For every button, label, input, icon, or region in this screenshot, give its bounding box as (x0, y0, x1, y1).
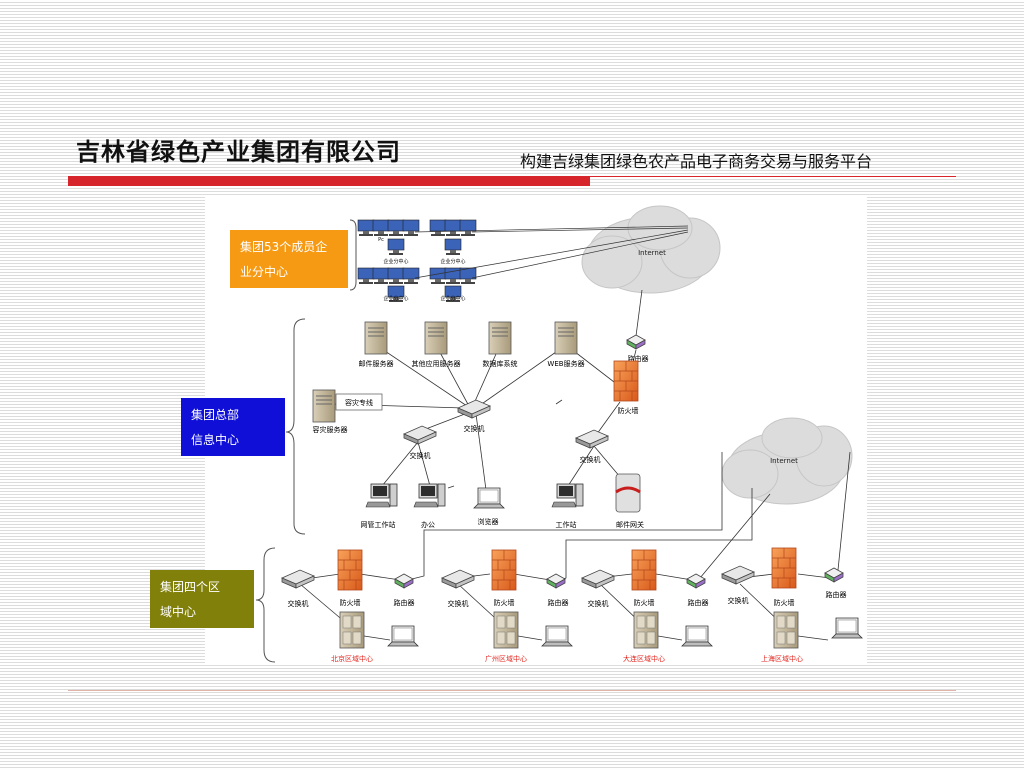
workstation-icon (551, 483, 584, 508)
right-switch-label: 交换机 (580, 455, 601, 464)
left-switch-icon (403, 425, 437, 445)
database-server-icon (488, 321, 512, 355)
region-bracket (255, 547, 276, 663)
beijing-firewall-label: 防火墙 (340, 598, 361, 607)
member-centers-line2: 业分中心 (240, 265, 289, 279)
hq-router-label: 路由器 (628, 354, 649, 363)
office-label: 办公 (421, 520, 435, 529)
hq-firewall-label: 防火墙 (618, 406, 639, 415)
footer-divider (68, 690, 956, 691)
region-label-shanghai: 上海区域中心 (761, 654, 803, 663)
member-centers-box: 集团53个成员企 业分中心 (230, 230, 348, 288)
beijing-rack-icon (339, 611, 365, 649)
region-label-guangzhou: 广州区域中心 (485, 654, 527, 663)
internet-cloud-right (721, 417, 853, 505)
browser-label: 浏览器 (478, 517, 499, 526)
web-server-label: WEB服务器 (547, 359, 584, 368)
shanghai-firewall-label: 防火墙 (774, 598, 795, 607)
hq-info-center-line2: 信息中心 (191, 433, 240, 447)
dalian-rack-icon (633, 611, 659, 649)
guangzhou-firewall-icon (491, 549, 517, 591)
hq-info-center-line1: 集团总部 (191, 408, 240, 422)
internet-cloud-top (581, 205, 721, 294)
region-centers-line2: 域中心 (160, 605, 197, 619)
guangzhou-router-label: 路由器 (548, 598, 569, 607)
dalian-laptop-icon (681, 625, 713, 647)
dalian-firewall-label: 防火墙 (634, 598, 655, 607)
branch-label-1: 企业分中心 (383, 258, 408, 265)
hq-info-center-box: 集团总部 信息中心 (181, 398, 285, 456)
member-links (414, 225, 689, 279)
workstation-label: 工作站 (556, 520, 577, 529)
network-diagram: Internet Pc 企业分中心 企业分中心 企业分中心 企业分中心 (255, 205, 863, 663)
pc-label: Pc (378, 237, 384, 243)
internet-label-top: Internet (638, 249, 666, 257)
title-underline-red (68, 176, 590, 186)
mail-server-icon (364, 321, 388, 355)
app-server-icon (424, 321, 448, 355)
beijing-router-icon (394, 573, 414, 589)
beijing-switch-icon (281, 569, 315, 589)
internet-label-right: Internet (770, 457, 798, 465)
office-workstation-icon (413, 483, 446, 508)
beijing-router-label: 路由器 (394, 598, 415, 607)
backup-server-label: 容灾服务器 (313, 425, 348, 434)
mail-server-label: 邮件服务器 (359, 359, 394, 368)
netmgmt-workstation-icon (365, 483, 398, 508)
title-underline-thin (590, 176, 956, 177)
guangzhou-firewall-label: 防火墙 (494, 598, 515, 607)
shanghai-rack-icon (773, 611, 799, 649)
region-centers-line1: 集团四个区 (160, 580, 221, 594)
dalian-router-label: 路由器 (688, 598, 709, 607)
hq-router-icon (626, 334, 646, 350)
guangzhou-switch-label: 交换机 (448, 599, 469, 608)
guangzhou-laptop-icon (541, 625, 573, 647)
dalian-firewall-icon (631, 549, 657, 591)
hq-firewall-icon (613, 360, 639, 402)
netmgmt-label: 网管工作站 (361, 520, 396, 529)
member-bracket (349, 219, 357, 291)
database-server-label: 数据库系统 (483, 359, 518, 368)
region-label-dalian: 大连区域中心 (623, 654, 665, 663)
network-diagram-panel: Internet Pc 企业分中心 企业分中心 企业分中心 企业分中心 (205, 195, 867, 665)
beijing-laptop-icon (387, 625, 419, 647)
shanghai-router-icon (824, 567, 844, 583)
region-label-beijing: 北京区域中心 (331, 654, 373, 663)
branch-label-4: 企业分中心 (440, 295, 465, 302)
company-title: 吉林省绿色产业集团有限公司 (76, 138, 401, 166)
guangzhou-rack-icon (493, 611, 519, 649)
dalian-switch-icon (581, 569, 615, 589)
dalian-switch-label: 交换机 (588, 599, 609, 608)
shanghai-switch-label: 交换机 (728, 596, 749, 605)
region-centers-box: 集团四个区 域中心 (150, 570, 254, 628)
shanghai-router-label: 路由器 (826, 590, 847, 599)
hq-bracket (285, 318, 306, 535)
backup-line-box (335, 393, 383, 411)
shanghai-switch-icon (721, 565, 755, 585)
mail-gateway-icon (615, 473, 641, 513)
beijing-switch-label: 交换机 (288, 599, 309, 608)
app-server-label: 其他应用服务器 (412, 359, 461, 368)
backup-line-label: 容灾专线 (345, 398, 373, 407)
guangzhou-router-icon (546, 573, 566, 589)
web-server-icon (554, 321, 578, 355)
beijing-firewall-icon (337, 549, 363, 591)
right-switch-icon (575, 429, 609, 449)
core-switch-label: 交换机 (464, 424, 485, 433)
dalian-router-icon (686, 573, 706, 589)
shanghai-firewall-icon (771, 547, 797, 589)
mail-gateway-label: 邮件网关 (616, 520, 644, 529)
branch-label-2: 企业分中心 (440, 258, 465, 265)
shanghai-laptop-icon (831, 617, 863, 639)
branch-label-3: 企业分中心 (383, 295, 408, 302)
member-centers-line1: 集团53个成员企 (240, 240, 328, 254)
browser-laptop-icon (473, 487, 505, 509)
guangzhou-switch-icon (441, 569, 475, 589)
platform-subtitle: 构建吉绿集团绿色农产品电子商务交易与服务平台 (520, 152, 873, 171)
backup-server-icon (312, 389, 336, 423)
left-switch-label: 交换机 (410, 451, 431, 460)
